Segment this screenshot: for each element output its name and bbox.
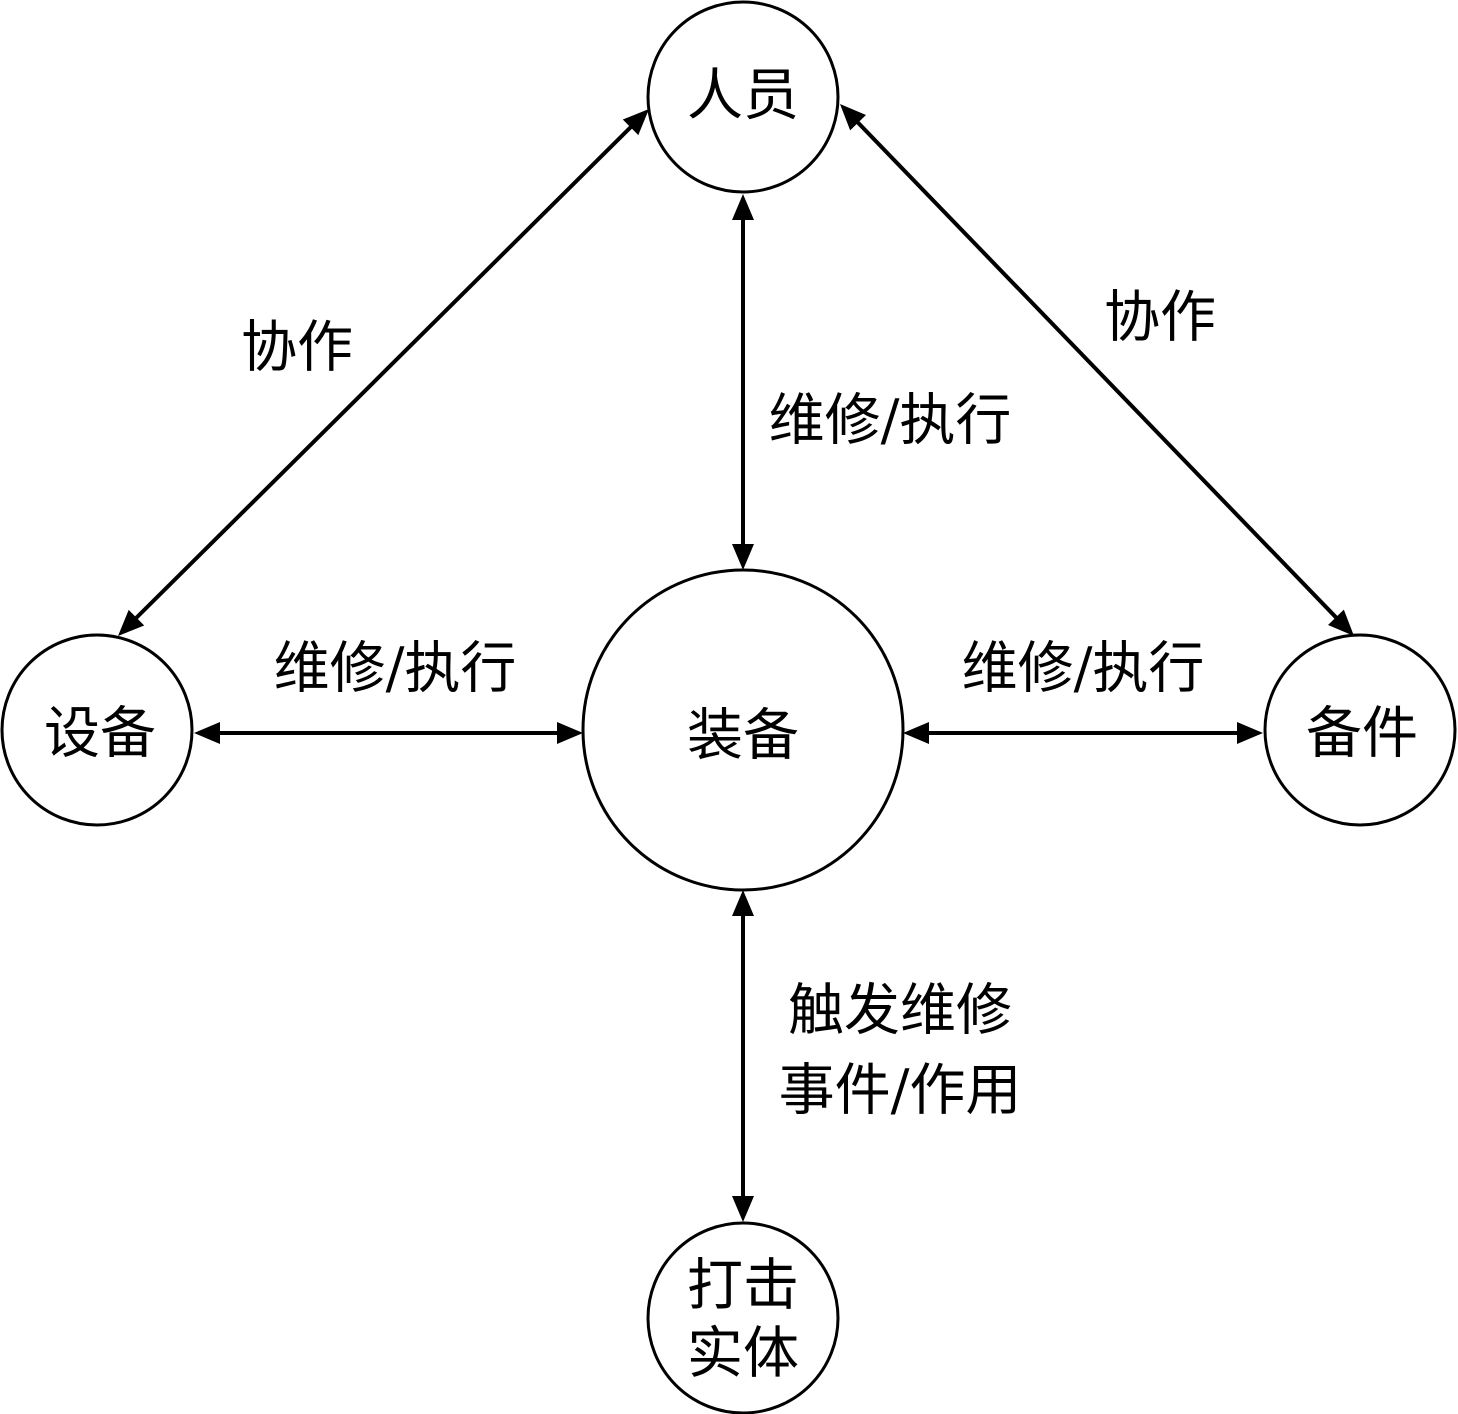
node-personnel-circle [646, 0, 840, 194]
node-spare-parts-label: 备件 [1306, 702, 1418, 767]
arrow-facilities-personnel-arrowhead-end [622, 109, 649, 136]
arrow-facilities-personnel-arrowhead-start [118, 609, 145, 636]
arrow-spare-parts-personnel-arrowhead-start [1328, 609, 1354, 636]
node-strike-entity-label-line1: 打击 [687, 1254, 799, 1319]
arrow-personnel-equipment-arrowhead-end [732, 544, 754, 570]
arrow-facilities-personnel-line [132, 123, 635, 622]
arrow-personnel-equipment-arrowhead-start [732, 194, 754, 220]
arrow-spare-parts-equipment-arrowhead-end [1237, 722, 1263, 744]
edge-label-strike-equipment-line1: 触发维修 [788, 979, 1012, 1044]
edge-label-personnel-equipment: 维修/执行 [769, 389, 1012, 454]
node-facilities-label: 设备 [44, 702, 156, 767]
node-strike-entity-label-line2: 实体 [687, 1322, 799, 1387]
arrow-facilities-equipment-arrowhead-end [557, 722, 583, 744]
arrow-strike-equipment-arrowhead-start [732, 890, 754, 916]
arrows [118, 104, 1354, 1222]
node-equipment-label: 装备 [687, 704, 799, 769]
edge-label-spare-parts-personnel: 协作 [1104, 286, 1216, 351]
node-facilities-circle [0, 633, 194, 827]
arrow-strike-equipment-arrowhead-end [732, 1196, 754, 1222]
node-strike-entity-circle [646, 1221, 840, 1414]
arrow-facilities-equipment-arrowhead-start [194, 722, 220, 744]
arrow-spare-parts-personnel-arrowhead-end [840, 104, 866, 131]
edge-label-strike-equipment-line2: 事件/作用 [779, 1059, 1022, 1124]
node-spare-parts-circle [1263, 633, 1457, 827]
arrow-spare-parts-personnel-line [853, 118, 1341, 622]
arrow-spare-parts-equipment-arrowhead-start [903, 722, 929, 744]
edge-label-spare-parts-equipment: 维修/执行 [962, 637, 1205, 702]
edge-label-facilities-personnel: 协作 [241, 316, 353, 381]
node-personnel-label: 人员 [687, 64, 799, 129]
edge-label-facilities-equipment: 维修/执行 [274, 637, 517, 702]
